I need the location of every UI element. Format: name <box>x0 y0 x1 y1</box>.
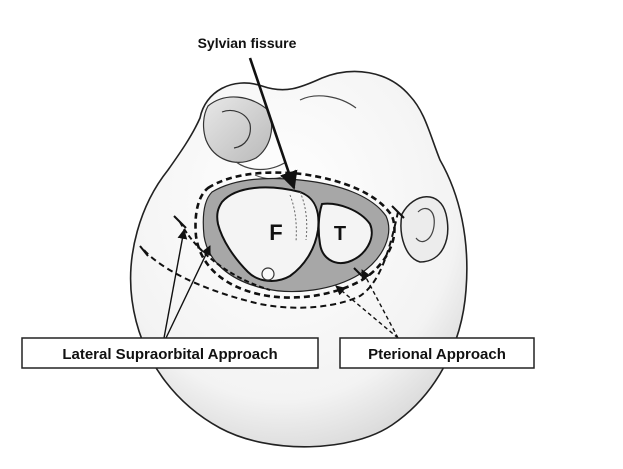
temporal-lobe-label: T <box>334 223 346 245</box>
craniotomy-exposure <box>194 171 396 299</box>
optic-nerve-dot <box>261 267 275 281</box>
face-region <box>202 96 273 163</box>
sylvian-vessels <box>289 191 308 243</box>
lateral-supraorbital-label: Lateral Supraorbital Approach <box>62 346 277 363</box>
lateral-supraorbital-box: Lateral Supraorbital Approach <box>21 337 319 369</box>
frontal-lobe <box>216 186 320 282</box>
brow-contour <box>299 95 357 109</box>
lateral-supraorbital-arrows <box>163 229 211 339</box>
pterional-incision-line <box>143 211 399 309</box>
ear-inner <box>415 207 435 243</box>
frontal-lobe-label: F <box>269 220 282 245</box>
pterional-arrows <box>335 269 399 339</box>
ear <box>400 196 449 263</box>
nose-contour <box>221 109 251 149</box>
sylvian-fissure-arrow <box>248 57 298 190</box>
sylvian-fissure-label: Sylvian fissure <box>198 35 297 51</box>
pterional-box: Pterional Approach <box>339 337 535 369</box>
temporal-lobe <box>317 202 373 264</box>
lip-contour <box>235 161 287 171</box>
pterional-label: Pterional Approach <box>368 346 506 363</box>
incision-end-ticks <box>139 205 405 277</box>
